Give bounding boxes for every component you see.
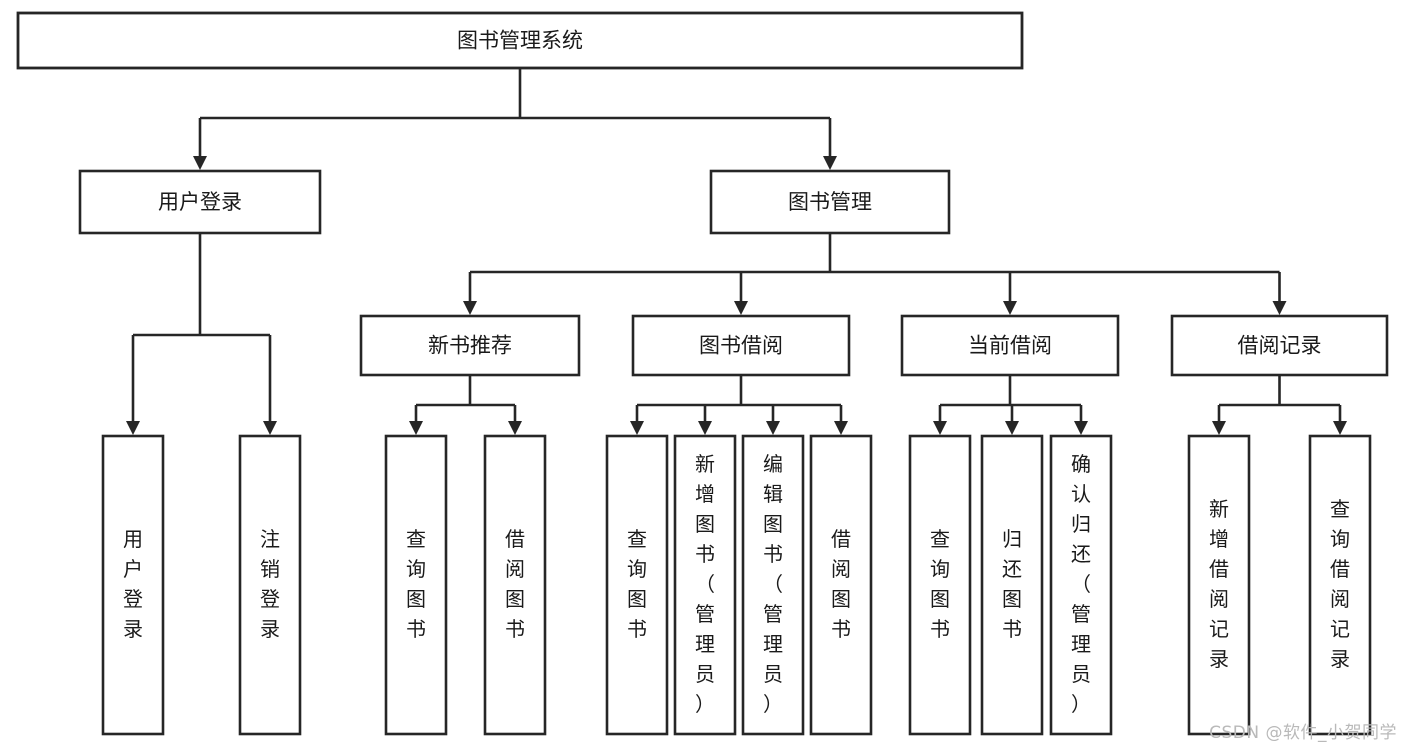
arrow-head-icon [1212, 421, 1226, 435]
arrow-head-icon [933, 421, 947, 435]
node-label: 用户登录 [158, 190, 242, 214]
node-box[interactable] [78, 169, 322, 235]
node-label: 编辑图书（管理员） [763, 452, 783, 716]
node-label: 查询图书 [627, 527, 647, 641]
node-label: 借阅图书 [831, 527, 851, 641]
node-box[interactable] [631, 314, 851, 377]
node-label: 图书管理 [788, 190, 872, 214]
node-leaf-add-record[interactable]: 新增借阅记录 [1187, 434, 1251, 736]
node-label: 查询图书 [406, 527, 426, 641]
arrow-head-icon [630, 421, 644, 435]
node-box[interactable] [605, 434, 669, 736]
node-leaf-borrow-book-1[interactable]: 借阅图书 [483, 434, 547, 736]
node-label: 当前借阅 [968, 334, 1052, 358]
node-bookmgmt[interactable]: 图书管理 [709, 169, 951, 235]
node-box[interactable] [1187, 434, 1251, 736]
node-box[interactable] [900, 314, 1120, 377]
node-leaf-return-book[interactable]: 归还图书 [980, 434, 1044, 736]
node-box[interactable] [16, 11, 1024, 70]
connector-group [409, 375, 522, 435]
node-login[interactable]: 用户登录 [78, 169, 322, 235]
node-label: 确认归还（管理员） [1071, 452, 1091, 716]
node-records[interactable]: 借阅记录 [1170, 314, 1389, 377]
node-label: 归还图书 [1002, 527, 1022, 641]
node-layer: 图书管理系统用户登录图书管理新书推荐图书借阅当前借阅借阅记录用户登录注销登录查询… [16, 11, 1389, 736]
node-label: 新书推荐 [428, 334, 512, 358]
arrow-head-icon [126, 421, 140, 435]
node-box[interactable] [483, 434, 547, 736]
node-box[interactable] [1049, 434, 1113, 736]
node-box[interactable] [1308, 434, 1372, 736]
node-box[interactable] [741, 434, 805, 736]
node-leaf-confirm-return[interactable]: 确认归还（管理员） [1049, 434, 1113, 736]
node-label: 新增图书（管理员） [695, 452, 715, 716]
node-box[interactable] [101, 434, 165, 736]
node-label: 新增借阅记录 [1209, 497, 1229, 671]
node-label: 查询借阅记录 [1330, 497, 1350, 671]
node-leaf-borrow-book-2[interactable]: 借阅图书 [809, 434, 873, 736]
node-box[interactable] [709, 169, 951, 235]
arrow-head-icon [409, 421, 423, 435]
node-leaf-query-book-3[interactable]: 查询图书 [908, 434, 972, 736]
connector-layer [126, 68, 1347, 435]
arrow-head-icon [1074, 421, 1088, 435]
node-box[interactable] [1170, 314, 1389, 377]
node-leaf-user-logout[interactable]: 注销登录 [238, 434, 302, 736]
node-label: 注销登录 [260, 527, 280, 641]
arrow-head-icon [463, 301, 477, 315]
node-borrow[interactable]: 图书借阅 [631, 314, 851, 377]
node-label: 图书借阅 [699, 334, 783, 358]
node-label: 借阅图书 [505, 527, 525, 641]
connector-group [933, 375, 1088, 435]
node-current[interactable]: 当前借阅 [900, 314, 1120, 377]
node-leaf-query-book-2[interactable]: 查询图书 [605, 434, 669, 736]
node-root[interactable]: 图书管理系统 [16, 11, 1024, 70]
arrow-head-icon [698, 421, 712, 435]
connector-group [193, 68, 837, 170]
arrow-head-icon [823, 156, 837, 170]
connector-group [126, 233, 277, 435]
arrow-head-icon [263, 421, 277, 435]
connector-group [1212, 375, 1347, 435]
node-label: 用户登录 [123, 527, 143, 641]
connector-group [463, 233, 1287, 315]
node-label: 图书管理系统 [457, 29, 583, 53]
arrow-head-icon [1003, 301, 1017, 315]
arrow-head-icon [1272, 301, 1287, 315]
arrow-head-icon [734, 301, 748, 315]
arrow-head-icon [766, 421, 780, 435]
node-box[interactable] [809, 434, 873, 736]
connector-group [630, 375, 848, 435]
node-leaf-query-record[interactable]: 查询借阅记录 [1308, 434, 1372, 736]
node-leaf-user-login[interactable]: 用户登录 [101, 434, 165, 736]
csdn-watermark: CSDN @软件_小贺同学 [1209, 723, 1397, 743]
arrow-head-icon [834, 421, 848, 435]
node-box[interactable] [384, 434, 448, 736]
node-leaf-add-book[interactable]: 新增图书（管理员） [673, 434, 737, 736]
node-box[interactable] [238, 434, 302, 736]
node-box[interactable] [980, 434, 1044, 736]
node-leaf-edit-book[interactable]: 编辑图书（管理员） [741, 434, 805, 736]
node-leaf-query-book-1[interactable]: 查询图书 [384, 434, 448, 736]
arrow-head-icon [508, 421, 522, 435]
node-box[interactable] [673, 434, 737, 736]
arrow-head-icon [1333, 421, 1347, 435]
node-label: 查询图书 [930, 527, 950, 641]
node-newbook[interactable]: 新书推荐 [359, 314, 581, 377]
arrow-head-icon [193, 156, 207, 170]
node-label: 借阅记录 [1238, 334, 1322, 358]
node-box[interactable] [908, 434, 972, 736]
node-box[interactable] [359, 314, 581, 377]
arrow-head-icon [1005, 421, 1019, 435]
